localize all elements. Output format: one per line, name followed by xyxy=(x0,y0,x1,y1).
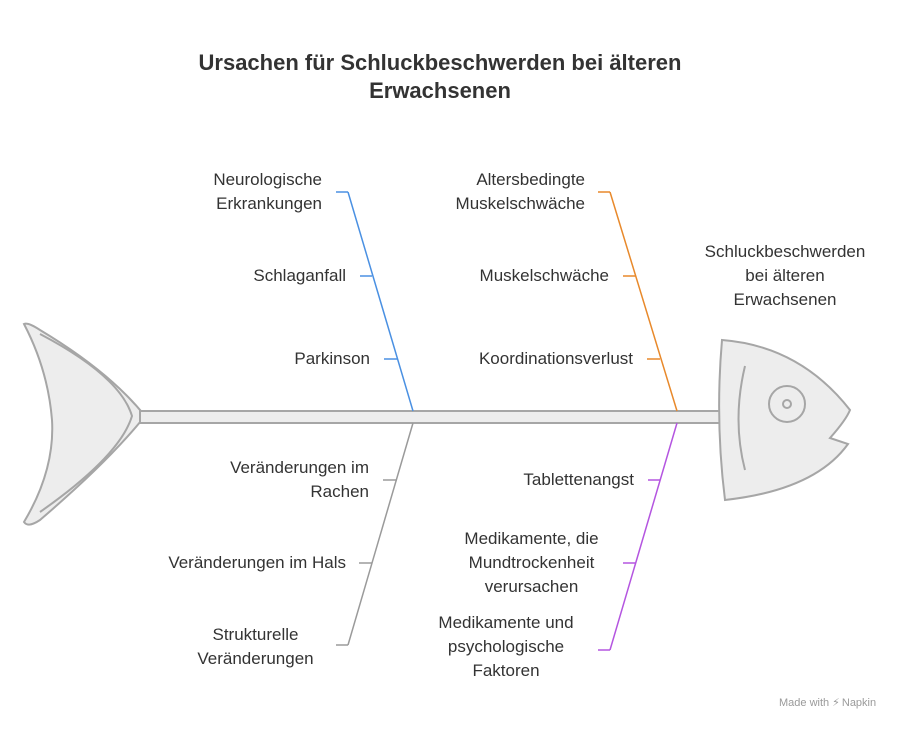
made-with-napkin-badge[interactable]: Made with⚡Napkin xyxy=(779,696,876,709)
cause-veraenderungen-im-rachen: Veränderungen im Rachen xyxy=(230,458,369,501)
napkin-brand-text: Napkin xyxy=(841,697,877,709)
title-line-2: Erwachsenen xyxy=(369,78,511,103)
bone-blue xyxy=(336,191,414,412)
cause-veraenderungen-im-hals: Veränderungen im Hals xyxy=(168,553,346,572)
cause-koordinationsverlust: Koordinationsverlust xyxy=(478,349,633,368)
bone-purple xyxy=(598,422,678,651)
fish-tail-icon xyxy=(22,322,147,526)
fish-eye-icon xyxy=(768,385,806,423)
made-with-text: Made with xyxy=(779,697,830,709)
cause-altersbedingte-muskelschwaeche: Altersbedingte Muskelschwäche xyxy=(455,170,585,213)
effect-label: Schluckbeschwerden bei älteren Erwachsen… xyxy=(704,242,866,309)
diagram-title: Ursachen für Schluckbeschwerden bei älte… xyxy=(140,49,740,105)
cause-medikamente-mundtrockenheit: Medikamente, die Mundtrockenheit verursa… xyxy=(464,529,599,596)
cause-muskelschwaeche: Muskelschwäche xyxy=(479,266,609,285)
bone-orange xyxy=(598,191,678,412)
cause-parkinson: Parkinson xyxy=(294,349,370,368)
cause-medikamente-psychologische-faktoren: Medikamente und psychologische Faktoren xyxy=(438,613,574,680)
fish-spine xyxy=(139,410,726,424)
napkin-logo-icon: ⚡ xyxy=(832,697,840,709)
bone-gray xyxy=(336,422,414,646)
fish-head-icon xyxy=(718,338,852,502)
cause-strukturelle-veraenderungen: Strukturelle Veränderungen xyxy=(197,625,314,668)
title-line-1: Ursachen für Schluckbeschwerden bei älte… xyxy=(198,50,682,75)
cause-neurologische-erkrankungen: Neurologische Erkrankungen xyxy=(213,170,322,213)
cause-schlaganfall: Schlaganfall xyxy=(253,266,346,285)
cause-tablettenangst: Tablettenangst xyxy=(523,470,634,489)
